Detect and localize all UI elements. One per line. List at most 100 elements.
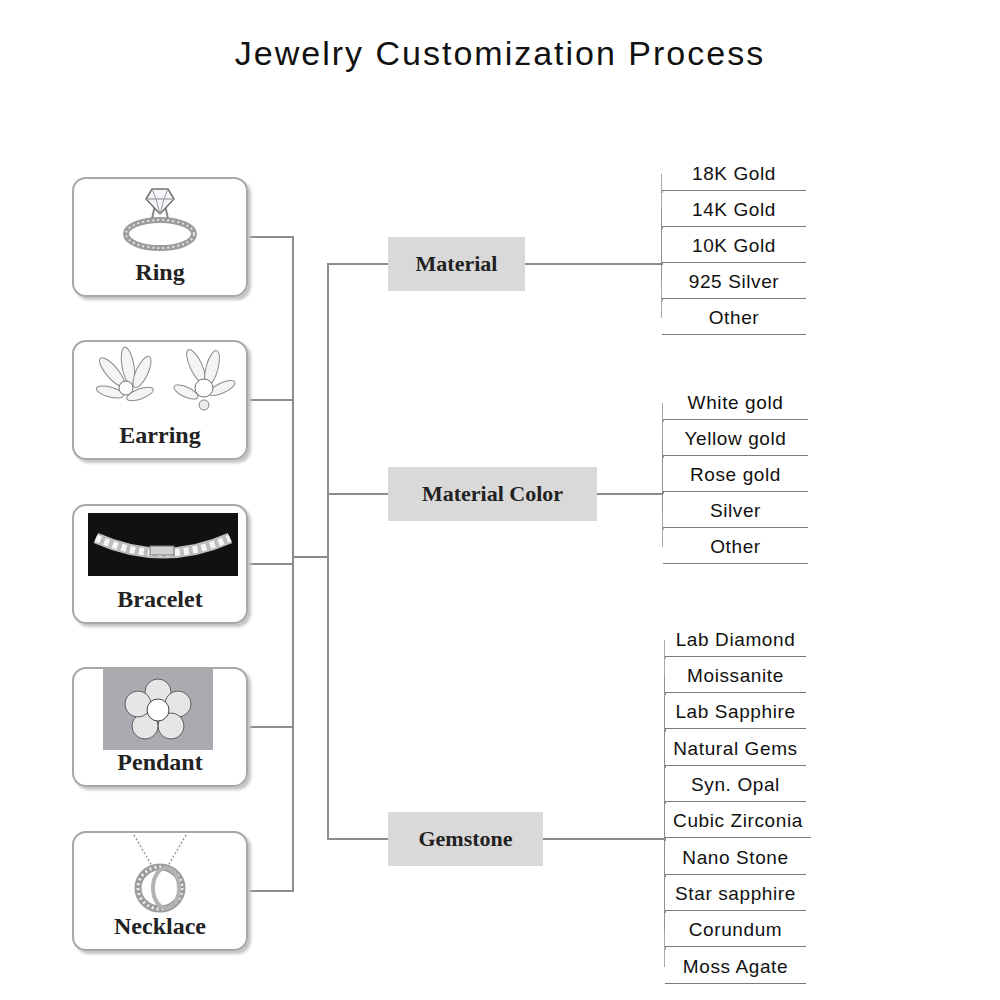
connector-line (543, 821, 665, 839)
option-cell: Lab Diamond (665, 623, 806, 657)
option-label: Lab Sapphire (675, 701, 795, 723)
connector-line (248, 264, 388, 557)
connector-line (248, 557, 388, 839)
product-label: Pendant (117, 749, 202, 776)
connector-line (597, 439, 663, 494)
product-box: Earring (72, 340, 248, 460)
necklace-illustration (134, 835, 186, 909)
option-cell: 925 Silver (662, 265, 806, 299)
bracelet-illustration (88, 513, 238, 576)
option-cell: 18K Gold (662, 157, 806, 191)
option-cell: Silver (663, 494, 808, 528)
category-label: Material Color (422, 481, 563, 507)
option-cell: Moss Agate (665, 950, 806, 984)
connector-line (597, 494, 663, 511)
connector-line (543, 640, 665, 839)
option-label: Star sapphire (675, 883, 796, 905)
ring-facet (146, 199, 174, 200)
connector-line (248, 494, 388, 727)
connector-line (543, 839, 665, 967)
connector-line (248, 400, 388, 557)
connector-line (248, 557, 388, 839)
connector-line (248, 237, 388, 557)
option-label: Rose gold (690, 464, 781, 486)
category-box: Material (388, 237, 525, 291)
option-label: Cubic Zirconia (673, 810, 803, 832)
option-cell: Syn. Opal (665, 768, 806, 802)
option-label: 925 Silver (689, 271, 780, 293)
connector-line (248, 237, 388, 557)
product-box: Ring (72, 177, 248, 297)
option-cell: Yellow gold (663, 422, 808, 456)
category-label: Gemstone (418, 826, 512, 852)
necklace-inner-ring (153, 868, 179, 908)
connector-line (543, 839, 665, 930)
necklace-chain (134, 835, 152, 866)
diagram-title: Jewelry Customization Process (0, 34, 1000, 73)
connector-line (543, 749, 665, 839)
connector-line (248, 494, 388, 891)
connector-line (543, 676, 665, 839)
bracelet-clasp (150, 546, 174, 555)
option-label: 14K Gold (692, 199, 776, 221)
necklace-ring (138, 867, 182, 909)
earring-stone (195, 379, 213, 397)
earring-stone (119, 381, 133, 395)
category-label: Material (416, 251, 498, 277)
connector-line (248, 264, 388, 727)
pendant-center-stone (147, 699, 169, 721)
option-cell: Rose gold (663, 458, 808, 492)
connector-line (248, 494, 388, 564)
option-cell: Natural Gems (665, 732, 806, 766)
option-cell: Moissanite (665, 659, 806, 693)
connector-line (525, 210, 662, 264)
option-label: Other (710, 536, 761, 558)
connector-line (543, 839, 665, 894)
product-label: Earring (119, 422, 200, 449)
connector-line (597, 403, 663, 494)
ring-facet (152, 189, 168, 214)
connector-line (543, 785, 665, 839)
earring-stone (199, 400, 209, 410)
option-cell: Other (663, 530, 808, 564)
necklace-pave (138, 867, 182, 909)
connector-line (597, 475, 663, 494)
option-label: Natural Gems (673, 738, 797, 760)
option-cell: 10K Gold (662, 229, 806, 263)
pendant-illustration (103, 669, 213, 750)
option-cell: Lab Sapphire (665, 695, 806, 729)
option-label: Moissanite (687, 665, 784, 687)
connector-line (248, 264, 388, 564)
option-label: White gold (688, 392, 784, 414)
connector-line (525, 246, 662, 264)
option-label: Other (709, 307, 760, 329)
product-label: Necklace (114, 913, 206, 940)
option-cell: Nano Stone (665, 841, 806, 875)
product-label: Ring (135, 259, 184, 286)
option-cell: Other (662, 301, 806, 335)
connector-line (248, 237, 388, 839)
earring-illustration (95, 346, 237, 410)
ring-band (126, 220, 194, 248)
option-label: Silver (710, 500, 761, 522)
product-box: Pendant (72, 667, 248, 787)
connector-line (543, 712, 665, 839)
product-box: Bracelet (72, 504, 248, 624)
necklace-chain (168, 835, 186, 866)
option-cell: White gold (663, 386, 808, 420)
option-label: Syn. Opal (691, 774, 780, 796)
ring-pave (126, 220, 194, 248)
connector-line (525, 174, 662, 264)
connector-line (525, 264, 662, 318)
category-box: Material Color (388, 467, 597, 521)
option-cell: 14K Gold (662, 193, 806, 227)
connector-line (525, 264, 662, 282)
connector-line (248, 557, 388, 891)
option-label: 10K Gold (692, 235, 776, 257)
bracelet-photo-ground (88, 513, 238, 576)
connector-line (543, 839, 665, 858)
ring-diamond (146, 189, 174, 214)
option-label: Lab Diamond (676, 629, 796, 651)
connector-line (248, 400, 388, 839)
